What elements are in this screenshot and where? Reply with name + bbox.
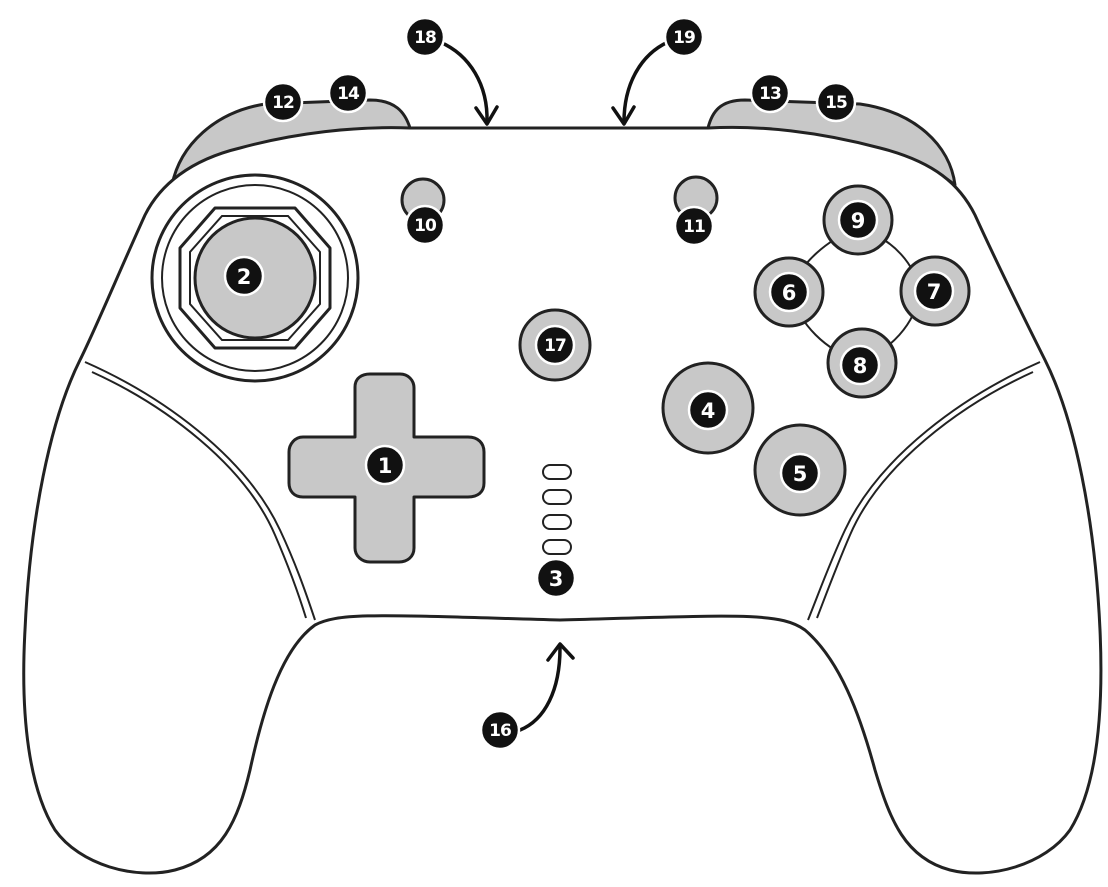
callout-number: 16 (489, 721, 511, 741)
callout-number: 4 (701, 399, 716, 423)
callout-number: 14 (337, 84, 360, 104)
callout-number: 13 (759, 84, 781, 104)
arrow-18 (440, 42, 487, 122)
callout-number: 7 (927, 280, 942, 304)
callout-number: 5 (793, 462, 808, 486)
callout-18: 18 (406, 18, 444, 56)
callout-number: 3 (549, 567, 564, 591)
callout-13: 13 (751, 74, 789, 112)
callout-9: 9 (839, 201, 877, 239)
arrow-16 (520, 648, 560, 730)
callout-number: 19 (673, 28, 695, 48)
callout-19: 19 (665, 18, 703, 56)
callout-10: 10 (406, 206, 444, 244)
callout-number: 10 (414, 216, 437, 236)
callout-2: 2 (225, 257, 263, 295)
callout-number: 1 (378, 454, 393, 478)
callout-number: 6 (782, 281, 797, 305)
callout-14: 14 (329, 74, 367, 112)
callout-number: 8 (853, 354, 868, 378)
callout-number: 12 (272, 93, 294, 113)
callout-11: 11 (675, 207, 713, 245)
callout-3: 3 (537, 559, 575, 597)
callout-15: 15 (817, 83, 855, 121)
callout-number: 9 (851, 209, 866, 233)
callout-16: 16 (481, 711, 519, 749)
callout-17: 17 (536, 326, 574, 364)
callout-1: 1 (366, 446, 404, 484)
callout-5: 5 (781, 454, 819, 492)
callout-8: 8 (841, 346, 879, 384)
callout-number: 2 (237, 265, 252, 289)
callout-7: 7 (915, 272, 953, 310)
callout-4: 4 (689, 391, 727, 429)
callout-12: 12 (264, 83, 302, 121)
callout-number: 17 (544, 336, 566, 356)
callout-number: 18 (414, 28, 436, 48)
callout-6: 6 (770, 273, 808, 311)
callout-number: 11 (683, 217, 705, 237)
callout-number: 15 (825, 93, 847, 113)
